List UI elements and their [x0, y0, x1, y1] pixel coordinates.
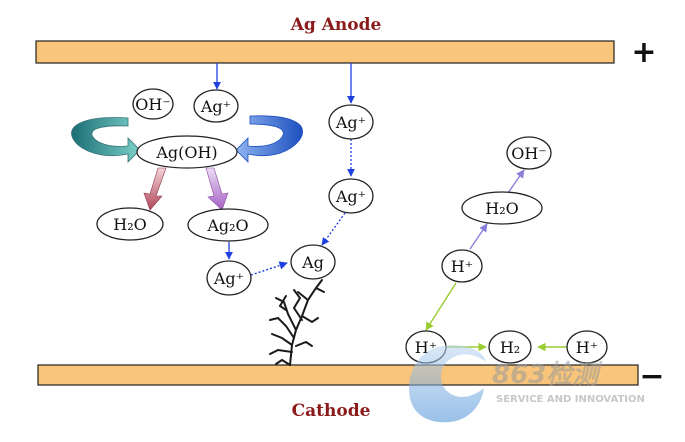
species-oh-right: OH⁻	[506, 136, 552, 170]
gradient-arrow-to-ag2o	[205, 167, 229, 211]
curved-arrow-left	[71, 117, 141, 163]
species-h-plus-right: H⁺	[441, 249, 483, 283]
species-ag2o-label: Ag₂O	[206, 216, 248, 235]
anode-title: Ag Anode	[290, 15, 382, 35]
watermark-brand: 863检测	[492, 360, 603, 390]
species-ag2o: Ag₂O	[187, 208, 269, 242]
species-h2-cathode-label: H₂	[500, 338, 520, 357]
species-ag-plus-mid-top-label: Ag⁺	[335, 113, 366, 132]
species-ag-plus-left: Ag⁺	[193, 89, 239, 123]
anode-electrode	[35, 40, 615, 64]
watermark-logo: 863检测 SERVICE AND INNOVATION	[409, 345, 645, 423]
species-ag-plus-lower-label: Ag⁺	[213, 269, 244, 288]
watermark-logo-mark	[409, 345, 486, 423]
curved-arrow-right	[235, 115, 303, 163]
species-oh-left: OH⁻	[132, 88, 174, 120]
species-ag-deposit-label: Ag	[301, 253, 324, 272]
species-h2o-left: H₂O	[96, 207, 164, 241]
species-h-plus-cathode-right-label: H⁺	[576, 338, 598, 357]
species-oh-right-label: OH⁻	[511, 144, 547, 163]
arrow-ag-plus-to-ag	[250, 261, 288, 276]
arrow-h-plus-to-cathode	[425, 282, 457, 331]
arrow-h2o-to-oh	[507, 169, 525, 194]
species-ag-plus-mid-lower-label: Ag⁺	[335, 187, 366, 206]
species-h2-cathode: H₂	[488, 330, 532, 364]
species-ag-oh-label: Ag(OH)	[155, 143, 217, 162]
cathode-electrode	[37, 364, 639, 386]
species-oh-left-label: OH⁻	[135, 95, 171, 114]
anode-sign: +	[631, 35, 656, 70]
species-h2o-left-label: H₂O	[113, 215, 146, 234]
cathode-title: Cathode	[292, 401, 371, 421]
species-ag-plus-mid-top: Ag⁺	[328, 104, 374, 140]
species-h2o-right-label: H₂O	[485, 199, 518, 218]
species-h-plus-cathode-right: H⁺	[566, 330, 608, 364]
species-h2o-right: H₂O	[461, 191, 543, 225]
species-ag-oh: Ag(OH)	[136, 135, 238, 169]
silver-dendrite	[269, 279, 325, 366]
species-ag-plus-left-label: Ag⁺	[200, 97, 231, 116]
species-h-plus-right-label: H⁺	[451, 257, 473, 276]
cathode-sign: −	[639, 359, 664, 394]
species-ag-plus-lower: Ag⁺	[206, 260, 252, 296]
arrow-ag-plus-to-deposit	[321, 212, 346, 246]
gradient-arrow-to-h2o	[143, 167, 167, 211]
species-ag-deposit: Ag	[290, 244, 336, 280]
arrow-h-plus-to-h2o	[469, 223, 488, 250]
species-ag-plus-mid-lower: Ag⁺	[328, 178, 374, 214]
watermark-tagline: SERVICE AND INNOVATION	[496, 394, 645, 405]
